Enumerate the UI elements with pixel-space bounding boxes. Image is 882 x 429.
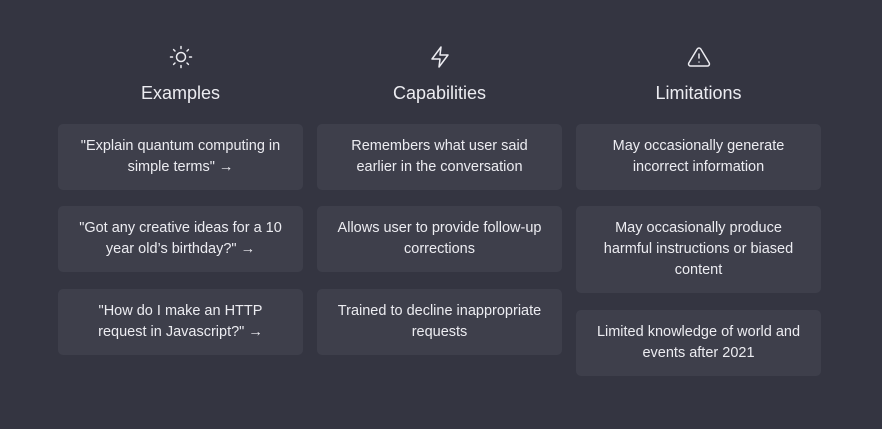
sun-icon <box>168 44 194 70</box>
limitations-heading: Limitations <box>655 83 742 103</box>
capability-card: Remembers what user said earlier in the … <box>317 124 562 190</box>
capability-card: Trained to decline inappropriate request… <box>317 289 562 355</box>
example-prompt-button[interactable]: "Explain quantum computing in simple ter… <box>58 124 303 190</box>
example-prompt-button[interactable]: "How do I make an HTTP request in Javasc… <box>58 289 303 355</box>
example-prompt-button[interactable]: "Got any creative ideas for a 10 year ol… <box>58 206 303 272</box>
examples-heading: Examples <box>140 83 221 103</box>
limitation-card: Limited knowledge of world and events af… <box>576 310 821 376</box>
limitation-card: May occasionally generate incorrect info… <box>576 124 821 190</box>
warning-icon <box>686 44 712 70</box>
limitation-card: May occasionally produce harmful instruc… <box>576 206 821 293</box>
capabilities-heading: Capabilities <box>392 83 487 103</box>
lightning-icon <box>427 44 453 70</box>
capability-card: Allows user to provide follow-up correct… <box>317 206 562 272</box>
